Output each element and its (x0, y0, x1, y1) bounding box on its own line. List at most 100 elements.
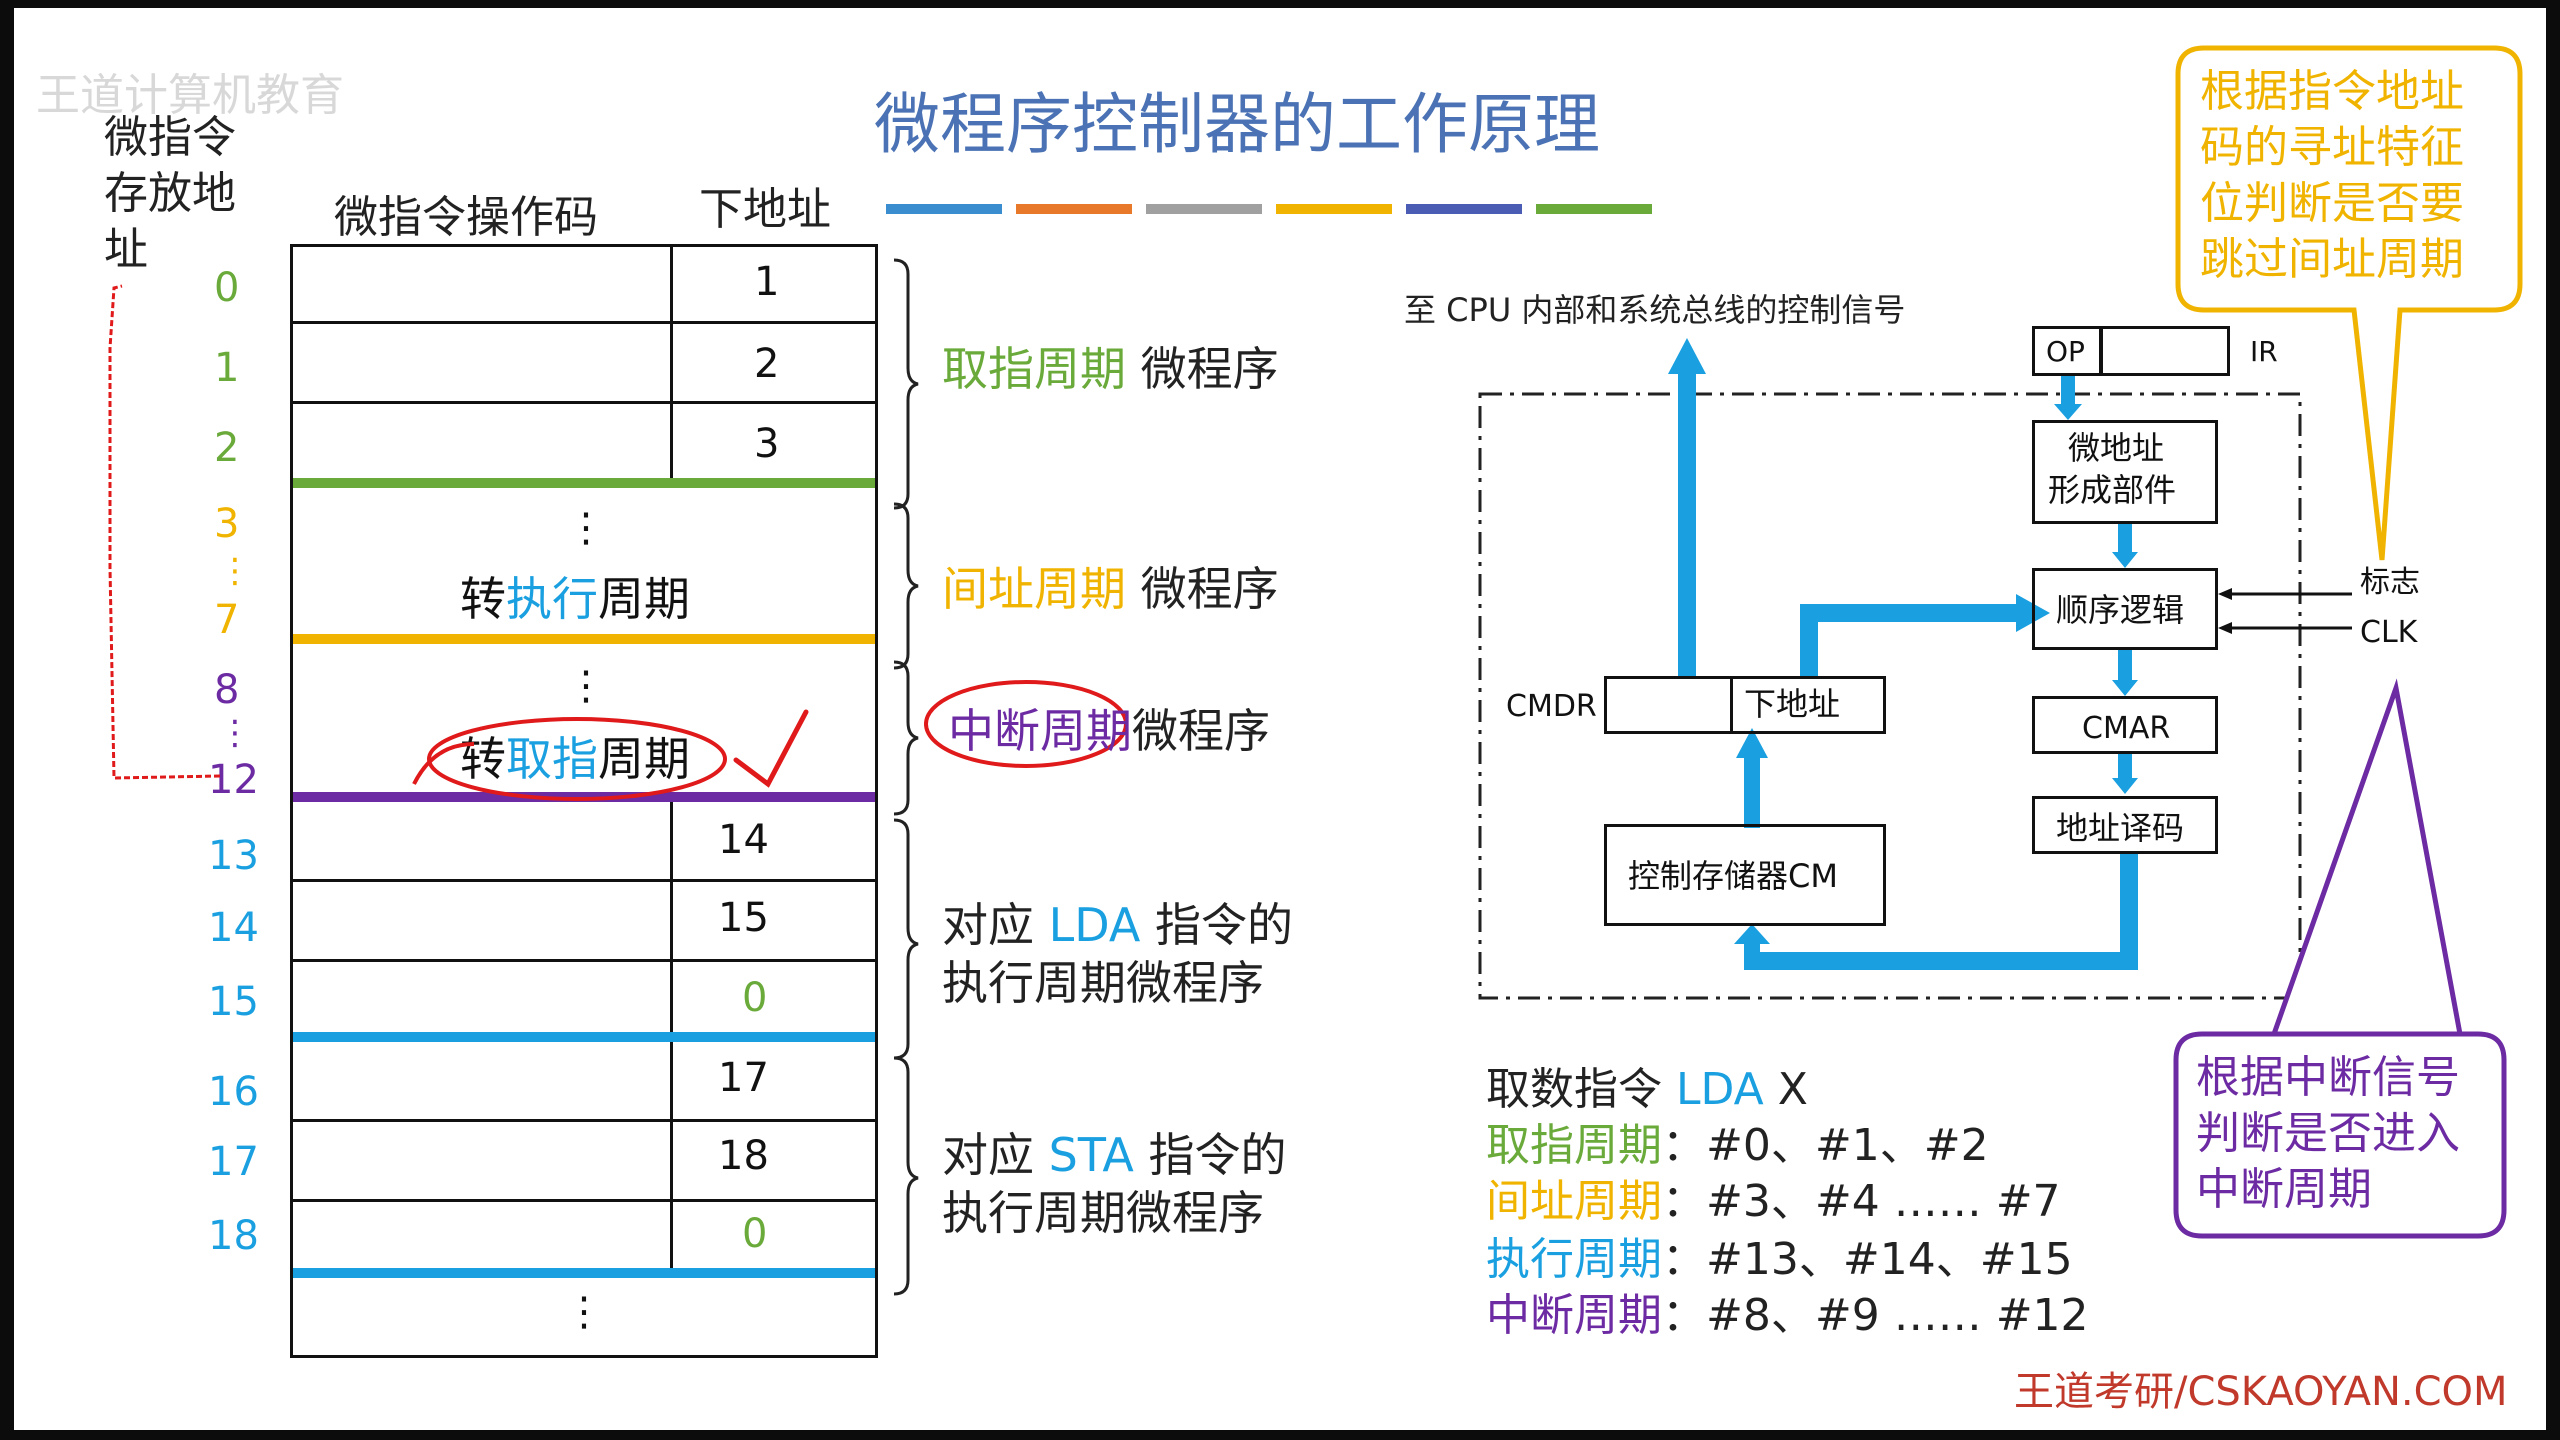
group-label-sta-1: 对应 STA 指令的 (942, 1128, 1287, 1182)
next-addr-cell: 17 (718, 1055, 769, 1101)
group-label-lda-1: 对应 LDA 指令的 (942, 898, 1293, 952)
address-label: 3 (214, 501, 240, 547)
next-addr-cell: 0 (742, 1211, 768, 1257)
summary-exec: 执行周期：#13、#14、#15 (1486, 1234, 2073, 1285)
dashdot-boundary (1478, 392, 2302, 1000)
next-addr-cell: 14 (718, 817, 769, 863)
indirect-dots: ⋮ (566, 505, 606, 551)
address-label: 17 (208, 1139, 259, 1185)
seq-logic-box (2032, 568, 2218, 650)
page-title: 微程序控制器的工作原理 (874, 86, 1600, 163)
arrow-flag (2218, 588, 2232, 600)
op-label: OP (2046, 335, 2085, 368)
red-stroke (412, 742, 475, 785)
addr-decode-label: 地址译码 (2056, 809, 2185, 847)
table-row (290, 1042, 878, 1122)
brace-indirect (893, 502, 919, 670)
table-row (290, 1122, 878, 1202)
cmdr-divider (1730, 676, 1733, 734)
table-end-dots: ⋮ (564, 1289, 604, 1335)
callout-purple-shape (2173, 678, 2507, 1239)
indirect-separator (293, 634, 875, 644)
next-addr-cell: 3 (754, 421, 780, 467)
address-label: 14 (208, 905, 259, 951)
red-circle-goto-fetch (427, 717, 727, 801)
red-checkmark (733, 709, 809, 788)
cmdr-box (1604, 676, 1886, 734)
microprogram-table (290, 244, 878, 1358)
next-addr-cell: 2 (754, 341, 780, 387)
callout-purple-line: 根据中断信号 (2196, 1052, 2460, 1103)
micro-addr-label-2: 形成部件 (2048, 471, 2177, 509)
micro-addr-label-1: 微地址 (2068, 429, 2165, 467)
seq-logic-label: 顺序逻辑 (2056, 591, 2185, 629)
arrow-cm-cmdr (1736, 728, 1768, 758)
summary-line-1: 取数指令 LDA X (1486, 1064, 1808, 1115)
next-addr-cell: 0 (742, 975, 768, 1021)
cmar-label: CMAR (2082, 711, 2171, 746)
cmar-box (2032, 696, 2218, 754)
address-label: 7 (214, 597, 240, 643)
group-label-sta-2: 执行周期微程序 (942, 1186, 1264, 1240)
address-label: 8 (214, 667, 240, 713)
address-label: 16 (208, 1069, 259, 1115)
group-label-fetch: 取指周期 微程序 (942, 342, 1279, 396)
arrow-up-cpu (1668, 338, 1706, 374)
addr-decode-box (2032, 796, 2218, 854)
cmdr-label: CMDR (1506, 689, 1597, 724)
fetch-separator (293, 478, 875, 488)
callout-yellow-line: 根据指令地址 (2200, 66, 2464, 117)
next-col-divider (670, 1042, 673, 1274)
clk-label: CLK (2360, 615, 2418, 650)
interrupt-dots: ⋮ (566, 663, 606, 709)
title-color-bar (886, 204, 1656, 214)
cm-box (1604, 824, 1886, 926)
flag-label: 标志 (2360, 565, 2420, 600)
table-row (290, 802, 878, 882)
cpu-signal-label: 至 CPU 内部和系统总线的控制信号 (1404, 291, 1906, 329)
arrow-cmar-decode (2112, 778, 2138, 794)
slide: 王道计算机教育 微程序控制器的工作原理 微指令 存放地 址 微指令操作码 下地址… (14, 8, 2546, 1430)
arrow-ma-seq (2112, 552, 2138, 568)
table-row (290, 882, 878, 962)
callout-yellow-line: 位判断是否要 (2200, 178, 2464, 229)
next-addr-cell: 15 (718, 895, 769, 941)
cm-label: 控制存储器CM (1628, 857, 1838, 895)
annotation-layer (108, 45, 2523, 1296)
ir-box (2100, 326, 2230, 376)
group-label-lda-2: 执行周期微程序 (942, 956, 1264, 1010)
watermark-logo: 王道计算机教育 (36, 70, 344, 121)
table-row (290, 324, 878, 404)
addr-header-2: 存放地 (104, 168, 236, 219)
summary-interrupt: 中断周期：#8、#9 …… #12 (1486, 1290, 2089, 1341)
address-label: ⋮ (218, 713, 252, 753)
next-addr-cell: 18 (718, 1133, 769, 1179)
brace-fetch (893, 258, 919, 510)
address-label: 2 (214, 425, 240, 471)
red-loop-arrow (108, 284, 221, 780)
op-header: 微指令操作码 (334, 192, 598, 243)
arrow-to-cm (1734, 924, 1770, 944)
table-row (290, 244, 878, 324)
next-addr-cell: 1 (754, 259, 780, 305)
summary-indirect: 间址周期：#3、#4 …… #7 (1486, 1176, 2061, 1227)
next-col-divider (670, 802, 673, 1038)
callout-purple-line: 中断周期 (2196, 1164, 2372, 1215)
callout-purple-line: 判断是否进入 (2196, 1108, 2460, 1159)
addr-header-3: 址 (104, 224, 148, 275)
brace-lda (893, 818, 919, 1060)
address-label: 13 (208, 833, 259, 879)
next-header: 下地址 (699, 184, 831, 235)
arrow-clk (2218, 622, 2232, 634)
next-addr-field: 下地址 (1744, 685, 1841, 723)
arrow-seq-cmar (2112, 680, 2138, 696)
address-label: 0 (214, 265, 240, 311)
callout-yellow-shape (2175, 45, 2523, 561)
callout-yellow-line: 跳过间址周期 (2200, 234, 2464, 285)
address-label: ⋮ (218, 551, 252, 591)
brace-interrupt (893, 660, 919, 816)
micro-addr-unit (2032, 420, 2218, 524)
addr-header-1: 微指令 (104, 112, 236, 163)
address-label: 15 (208, 979, 259, 1025)
arrow-op (2054, 404, 2082, 420)
